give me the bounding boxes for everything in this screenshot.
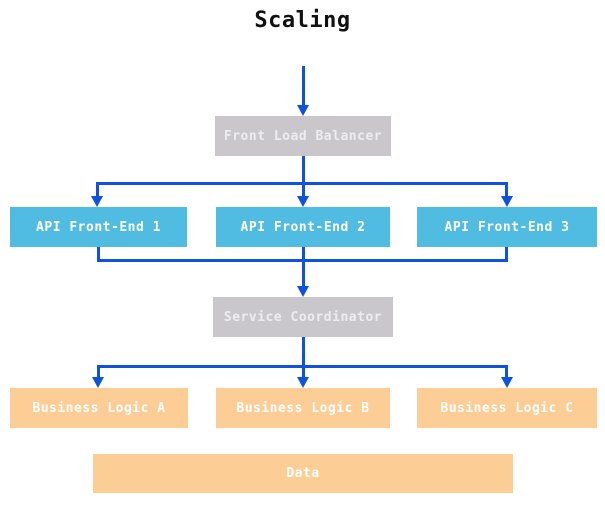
arrowhead bbox=[501, 196, 513, 207]
arrowhead bbox=[91, 196, 103, 207]
node-data: Data bbox=[93, 454, 513, 493]
connector-api-merge bbox=[97, 259, 508, 262]
connector-lb-branch bbox=[96, 182, 508, 185]
node-front-load-balancer: Front Load Balancer bbox=[215, 116, 391, 156]
connector-api-right-drop bbox=[505, 247, 508, 262]
connector-api-left-drop bbox=[97, 247, 100, 262]
arrowhead bbox=[297, 377, 309, 388]
diagram-title: Scaling bbox=[254, 8, 351, 33]
node-business-logic-a: Business Logic A bbox=[10, 388, 188, 428]
node-api-front-end-2: API Front-End 2 bbox=[216, 207, 390, 247]
node-business-logic-c: Business Logic C bbox=[417, 388, 597, 428]
arrowhead bbox=[297, 105, 309, 116]
node-api-front-end-1: API Front-End 1 bbox=[10, 207, 187, 247]
node-api-front-end-3: API Front-End 3 bbox=[417, 207, 597, 247]
node-service-coordinator: Service Coordinator bbox=[213, 297, 393, 337]
connector-top-line bbox=[302, 66, 305, 106]
connector-sc-branch bbox=[97, 365, 508, 368]
connector-api-center-drop bbox=[302, 247, 305, 286]
arrowhead bbox=[501, 377, 513, 388]
connector-sc-left-drop bbox=[97, 365, 100, 377]
connector-sc-right-drop bbox=[505, 365, 508, 377]
arrowhead bbox=[92, 377, 104, 388]
arrowhead bbox=[297, 286, 309, 297]
node-business-logic-b: Business Logic B bbox=[216, 388, 390, 428]
connector-lb-left-drop bbox=[96, 182, 99, 196]
connector-sc-stem bbox=[302, 337, 305, 377]
connector-lb-stem bbox=[302, 156, 305, 196]
arrowhead bbox=[297, 196, 309, 207]
connector-lb-right-drop bbox=[505, 182, 508, 196]
